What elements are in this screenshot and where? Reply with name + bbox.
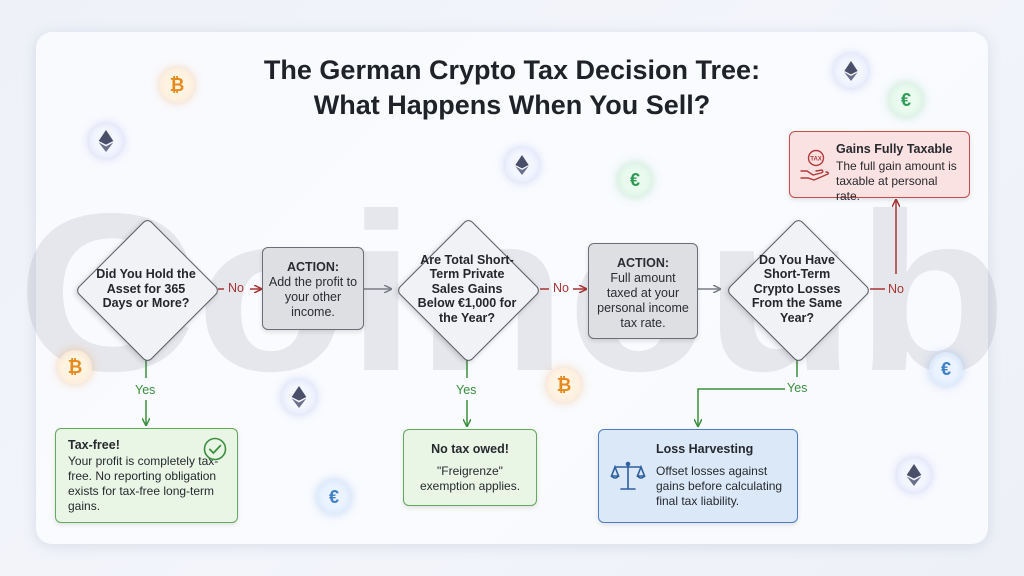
- no-tax-title: No tax owed!: [431, 442, 509, 456]
- svg-text:TAX: TAX: [810, 157, 822, 163]
- euro-icon: €: [618, 163, 652, 197]
- no-label-3: No: [888, 282, 904, 296]
- action-1-title: ACTION:: [286, 260, 340, 274]
- decision-1-text: Did You Hold the Asset for 365 Days or M…: [96, 267, 196, 311]
- decision-3-text: Do You Have Short-Term Crypto Losses Fro…: [751, 252, 843, 325]
- ethereum-icon: [505, 148, 539, 182]
- action-2-box: ACTION: Full amount taxed at your person…: [588, 243, 698, 339]
- title-line-1: The German Crypto Tax Decision Tree:: [263, 55, 761, 85]
- no-tax-body: "Freigrenze" exemption applies.: [419, 464, 521, 493]
- tax-free-body: Your profit is completely tax-free. No r…: [68, 454, 219, 513]
- tax-free-box: Tax-free! Your profit is completely tax-…: [55, 428, 238, 523]
- yes-label-3: Yes: [787, 381, 808, 395]
- no-tax-box: No tax owed! "Freigrenze" exemption appl…: [403, 429, 537, 506]
- ethereum-icon: [89, 124, 123, 158]
- bitcoin-icon: ₿: [160, 68, 194, 102]
- tax-hand-icon: TAX: [800, 149, 829, 181]
- yes-label-2: Yes: [456, 383, 477, 397]
- action-2-body: Full amount taxed at your personal incom…: [597, 271, 689, 330]
- action-1-body: Add the profit to your other income.: [268, 275, 358, 319]
- yes-label-1: Yes: [135, 383, 156, 397]
- euro-icon: €: [317, 480, 351, 514]
- check-circle-icon: [203, 437, 227, 461]
- euro-icon: €: [929, 352, 963, 386]
- ethereum-icon: [897, 458, 931, 492]
- no-label-1: No: [228, 281, 244, 295]
- bitcoin-icon: ₿: [547, 368, 581, 402]
- gains-taxable-box: TAX Gains Fully Taxable The full gain am…: [789, 131, 970, 203]
- action-2-title: ACTION:: [616, 256, 670, 270]
- loss-harvesting-title: Loss Harvesting: [656, 442, 754, 456]
- no-label-2: No: [553, 281, 569, 295]
- gains-taxable-title: Gains Fully Taxable: [836, 142, 953, 156]
- decision-2-text: Are Total Short-Term Private Sales Gains…: [417, 252, 517, 325]
- bitcoin-icon: ₿: [58, 350, 92, 384]
- loss-harvesting-box: Loss Harvesting Offset losses against ga…: [598, 429, 798, 523]
- title-line-2: What Happens When You Sell?: [313, 90, 711, 120]
- scales-icon: [610, 461, 646, 490]
- tax-free-title: Tax-free!: [68, 438, 120, 452]
- loss-harvesting-body: Offset losses against gains before calcu…: [656, 464, 783, 508]
- ethereum-icon: [282, 380, 316, 414]
- ethereum-icon: [834, 54, 868, 88]
- euro-icon: €: [889, 83, 923, 117]
- action-1-box: ACTION: Add the profit to your other inc…: [262, 247, 364, 330]
- gains-taxable-body: The full gain amount is taxable at perso…: [836, 159, 957, 203]
